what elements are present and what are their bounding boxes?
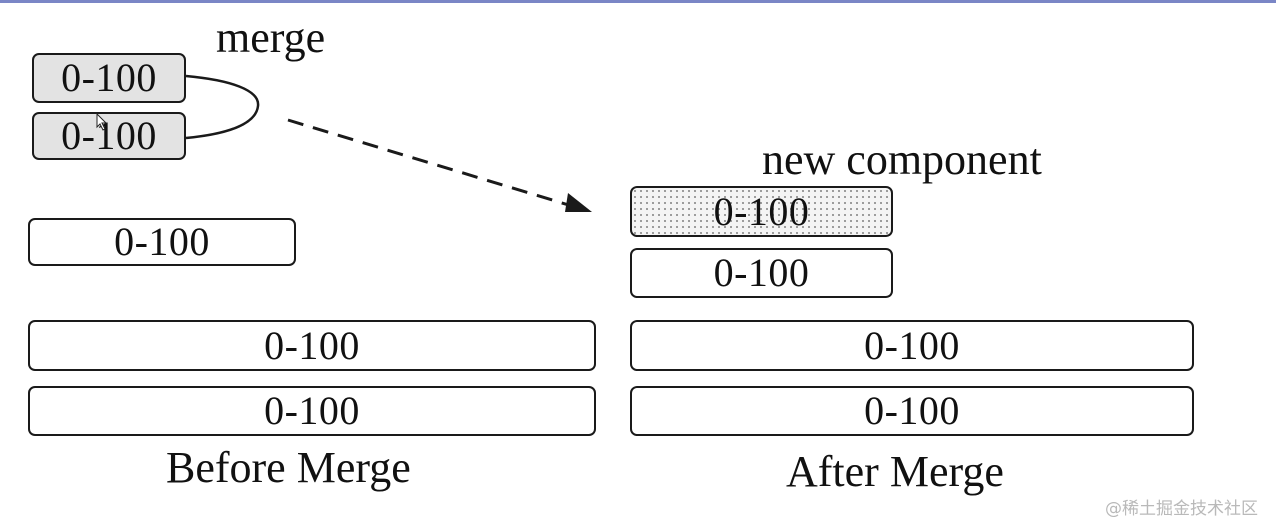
after-wide-box-1: 0-100 [630,320,1194,371]
merge-label: merge [216,13,326,62]
top-border [0,0,1276,3]
dashed-arrow-line [287,118,573,208]
before-small-box: 0-100 [28,218,296,266]
merging-box-1: 0-100 [32,53,186,103]
watermark: @稀土掘金技术社区 [1105,499,1258,519]
after-small-box: 0-100 [630,248,893,298]
before-merge-label: Before Merge [166,443,411,492]
new-component-label: new component [762,135,1042,184]
before-wide-box-2: 0-100 [28,386,596,436]
arrowhead [565,193,592,212]
new-component-box: 0-100 [630,186,893,237]
merge-bracket [185,74,260,140]
after-wide-box-2: 0-100 [630,386,1194,436]
after-merge-label: After Merge [786,447,1004,496]
before-wide-box-1: 0-100 [28,320,596,371]
merging-box-2: 0-100 [32,112,186,160]
